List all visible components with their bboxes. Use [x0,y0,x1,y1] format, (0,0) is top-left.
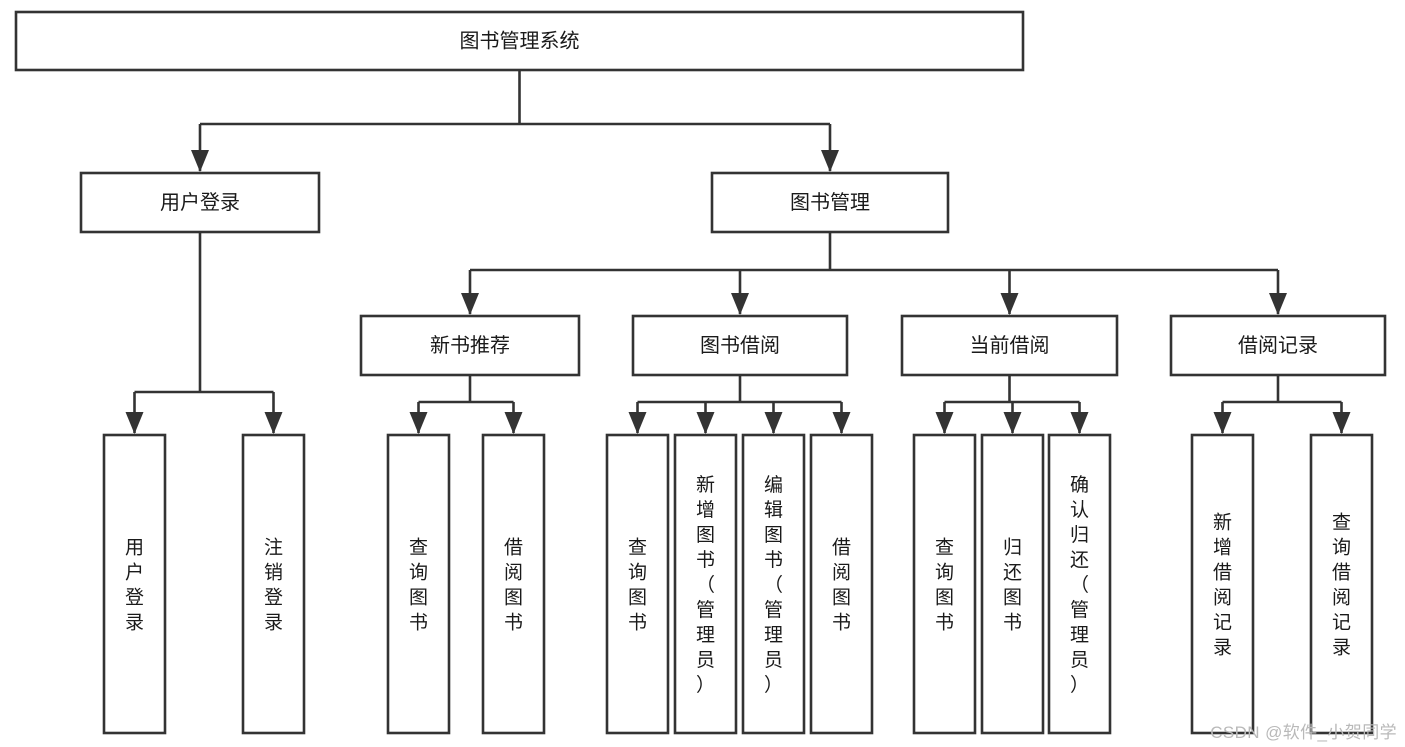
node-label-leaf-query-book-2: 查询图书 [628,537,647,634]
node-label-leaf-add-book: 新增图书（管理员） [696,474,715,696]
node-label-leaf-borrow-book-1: 借阅图书 [504,537,523,634]
nodes-layer: 图书管理系统用户登录图书管理新书推荐图书借阅当前借阅借阅记录用户登录注销登录查询… [14,10,1387,735]
node-box-leaf-add-book [673,433,738,735]
node-current-borrow[interactable]: 当前借阅 [900,314,1119,377]
node-box-book-borrow [631,314,849,377]
arrow-head-icon-leaf-edit-book [764,412,783,434]
node-leaf-add-book[interactable]: 新增图书（管理员） [673,433,738,735]
arrow-head-icon-leaf-user-login [125,412,144,434]
arrow-head-icon-book-manage [821,150,839,172]
node-label-leaf-edit-book: 编辑图书（管理员） [764,474,783,696]
node-box-leaf-query-book-3 [912,433,977,735]
arrow-head-icon-current-borrow [1000,293,1019,315]
node-leaf-query-record[interactable]: 查询借阅记录 [1309,433,1374,735]
node-label-leaf-add-record: 新增借阅记录 [1213,512,1232,659]
node-label-user-login: 用户登录 [160,191,240,214]
node-box-leaf-query-book-1 [386,433,451,735]
arrow-head-icon-leaf-confirm-return [1070,412,1089,434]
node-leaf-query-book-1[interactable]: 查询图书 [386,433,451,735]
node-box-leaf-add-record [1190,433,1255,735]
node-box-new-book-recommend [359,314,581,377]
node-box-current-borrow [900,314,1119,377]
node-box-root [14,10,1025,72]
node-box-leaf-return-book [980,433,1045,735]
node-label-leaf-logout: 注销登录 [264,537,283,634]
node-label-book-manage: 图书管理 [790,191,870,214]
node-box-user-login [79,171,321,234]
node-label-leaf-query-book-3: 查询图书 [935,537,954,634]
arrow-head-icon-leaf-query-book-1 [409,412,428,434]
node-box-leaf-confirm-return [1047,433,1112,735]
watermark-text: CSDN @软件_小贺同学 [1210,723,1397,742]
node-leaf-logout[interactable]: 注销登录 [241,433,306,735]
arrow-head-icon-book-borrow [731,293,749,315]
node-label-current-borrow: 当前借阅 [970,334,1050,357]
arrow-head-icon-leaf-add-book [696,412,715,434]
arrow-head-icon-leaf-add-record [1213,412,1232,434]
node-leaf-confirm-return[interactable]: 确认归还（管理员） [1047,433,1112,735]
node-box-borrow-record [1169,314,1387,377]
node-box-book-manage [710,171,950,234]
arrow-head-icon-leaf-query-book-2 [628,412,647,434]
node-label-book-borrow: 图书借阅 [700,334,780,357]
node-box-leaf-query-book-2 [605,433,670,735]
node-box-leaf-borrow-book-2 [809,433,874,735]
node-box-leaf-edit-book [741,433,806,735]
node-label-leaf-confirm-return: 确认归还（管理员） [1070,474,1089,696]
node-leaf-borrow-book-2[interactable]: 借阅图书 [809,433,874,735]
arrow-head-icon-leaf-return-book [1003,412,1022,434]
node-label-leaf-query-book-1: 查询图书 [409,537,428,634]
node-book-borrow[interactable]: 图书借阅 [631,314,849,377]
arrow-head-icon-leaf-logout [264,412,283,434]
arrow-head-icon-new-book-recommend [461,293,479,315]
node-leaf-borrow-book-1[interactable]: 借阅图书 [481,433,546,735]
node-leaf-query-book-3[interactable]: 查询图书 [912,433,977,735]
node-borrow-record[interactable]: 借阅记录 [1169,314,1387,377]
node-label-leaf-user-login: 用户登录 [125,538,144,634]
node-book-manage[interactable]: 图书管理 [710,171,950,234]
node-box-leaf-user-login [102,433,167,735]
node-leaf-add-record[interactable]: 新增借阅记录 [1190,433,1255,735]
node-leaf-user-login[interactable]: 用户登录 [102,433,167,735]
node-label-borrow-record: 借阅记录 [1238,334,1318,357]
node-label-leaf-borrow-book-2: 借阅图书 [832,537,851,634]
node-leaf-query-book-2[interactable]: 查询图书 [605,433,670,735]
node-user-login[interactable]: 用户登录 [79,171,321,234]
arrow-head-icon-leaf-query-book-3 [935,412,954,434]
node-label-leaf-query-record: 查询借阅记录 [1332,512,1351,659]
node-leaf-edit-book[interactable]: 编辑图书（管理员） [741,433,806,735]
node-box-leaf-logout [241,433,306,735]
node-label-root: 图书管理系统 [460,29,580,52]
node-label-leaf-return-book: 归还图书 [1003,537,1022,634]
arrow-head-icon-leaf-query-record [1332,412,1351,434]
node-box-leaf-query-record [1309,433,1374,735]
node-new-book-recommend[interactable]: 新书推荐 [359,314,581,377]
arrow-head-icon-leaf-borrow-book-2 [832,412,851,434]
arrow-head-icon-leaf-borrow-book-1 [504,412,523,434]
node-label-new-book-recommend: 新书推荐 [430,334,510,357]
arrow-head-icon-user-login [191,150,209,172]
arrow-head-icon-borrow-record [1269,293,1287,315]
connectors-layer [125,70,1351,434]
node-leaf-return-book[interactable]: 归还图书 [980,433,1045,735]
node-root[interactable]: 图书管理系统 [14,10,1025,72]
node-box-leaf-borrow-book-1 [481,433,546,735]
